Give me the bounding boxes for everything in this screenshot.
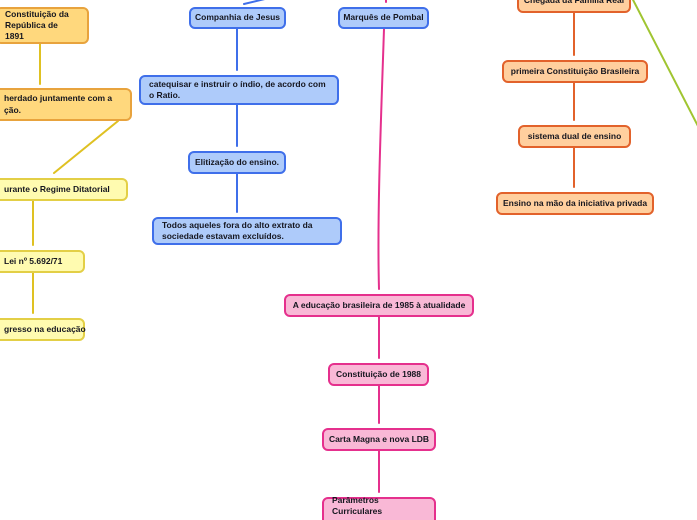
edge-offscreen-companhia	[243, 0, 265, 5]
node-sistema-dual-de-ensino[interactable]: sistema dual de ensino	[518, 125, 631, 148]
edge-green-crossing	[631, 0, 697, 127]
node-herdado-line1: herdado juntamente com a	[4, 93, 113, 104]
node-constituicao-republica-1891[interactable]: Constituição da República de 1891	[0, 7, 89, 44]
node-parametros-line1: Parâmetros Curriculares	[332, 495, 383, 517]
node-herdado-line2: ção.	[4, 104, 22, 115]
node-companhia-de-jesus[interactable]: Companhia de Jesus	[189, 7, 286, 29]
node-primeira-constituicao-brasileira[interactable]: primeira Constituição Brasileira	[502, 60, 648, 83]
node-elitizacao-do-ensino[interactable]: Elitização do ensino.	[188, 151, 286, 174]
edge-herdado-regime	[53, 120, 119, 174]
node-educacao-1985-atualidade[interactable]: A educação brasileira de 1985 à atualida…	[284, 294, 474, 317]
node-ensino-iniciativa-privada[interactable]: Ensino na mão da iniciativa privada	[496, 192, 654, 215]
node-herdado[interactable]: herdado juntamente com a ção.	[0, 88, 132, 121]
node-chegada-familia-real[interactable]: Chegada da Família Real	[517, 0, 631, 13]
node-carta-magna-nova-ldb[interactable]: Carta Magna e nova LDB	[322, 428, 436, 451]
node-gresso-na-educacao[interactable]: gresso na educação	[0, 318, 86, 341]
node-constituicao-1988[interactable]: Constituição de 1988	[328, 363, 429, 386]
node-parametros-curriculares-nacionais[interactable]: Parâmetros Curriculares Nacionais	[322, 495, 436, 520]
edge-marques-educacao1985	[377, 28, 385, 290]
node-lei-5692-71[interactable]: Lei nº 5.692/71	[0, 250, 85, 273]
node-todos-excluidos[interactable]: Todos aqueles fora do alto extrato da so…	[152, 217, 342, 245]
node-marques-de-pombal[interactable]: Marquês de Pombal	[338, 7, 429, 29]
node-catequisar-instruir[interactable]: catequisar e instruir o índio, de acordo…	[139, 75, 339, 105]
node-regime-ditatorial[interactable]: urante o Regime Ditatorial	[0, 178, 128, 201]
node-parametros-line2: Nacionais	[332, 518, 372, 520]
